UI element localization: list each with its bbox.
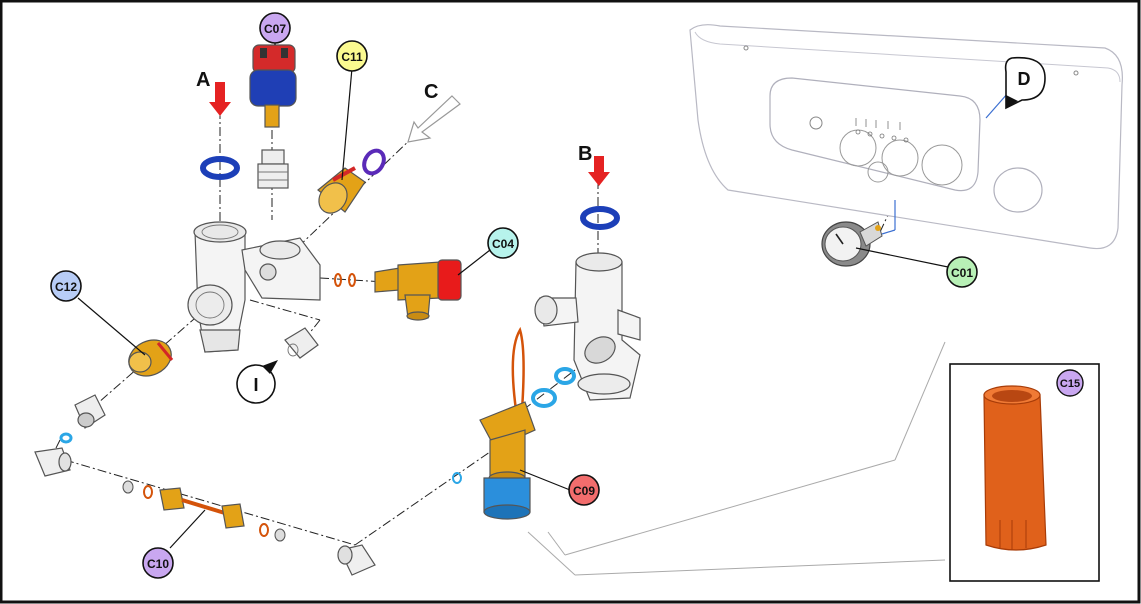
o-ring-small-c09 xyxy=(452,472,462,484)
callout-c09: C09 xyxy=(568,474,600,506)
svg-text:C15: C15 xyxy=(1060,378,1080,390)
o-ring-a xyxy=(200,156,240,180)
fitting-i xyxy=(284,327,319,359)
o-ring-c09-b xyxy=(554,367,576,385)
svg-text:C01: C01 xyxy=(951,266,973,280)
svg-text:I: I xyxy=(253,375,258,395)
callout-c01: C01 xyxy=(946,256,978,288)
marker-a: A xyxy=(196,69,210,91)
callout-c11: C11 xyxy=(336,40,368,72)
marker-d: D xyxy=(1004,56,1046,110)
elbow-fitting-bottom xyxy=(337,544,376,576)
marker-b: B xyxy=(578,143,592,165)
c15-tool-inset xyxy=(527,341,1100,582)
hydraulic-group-body xyxy=(187,221,321,353)
marker-i: I xyxy=(236,360,278,404)
c10-pipe-assembly xyxy=(122,480,286,542)
c04-safety-valve xyxy=(334,259,462,321)
union-fitting-left xyxy=(74,394,106,429)
svg-text:C09: C09 xyxy=(573,484,595,498)
callout-c10: C10 xyxy=(142,547,174,579)
hydraulic-group-body-right xyxy=(534,252,641,401)
assembly-lines xyxy=(49,110,896,546)
c07-pressure-switch xyxy=(249,44,297,128)
o-ring-c09-a xyxy=(531,388,557,408)
callout-c15: C15 xyxy=(1056,369,1084,397)
c01-pressure-gauge xyxy=(821,221,883,267)
c11-cartridge xyxy=(317,166,366,214)
callout-c07: C07 xyxy=(259,12,291,44)
callout-c04: C04 xyxy=(487,227,519,259)
svg-text:C10: C10 xyxy=(147,557,169,571)
c09-filter-body xyxy=(479,326,536,520)
o-ring-small-left xyxy=(59,432,73,444)
o-ring-b xyxy=(580,206,620,230)
svg-text:C11: C11 xyxy=(341,50,363,64)
flow-arrow-a xyxy=(209,82,231,116)
svg-text:D: D xyxy=(1018,69,1031,89)
elbow-fitting-left xyxy=(34,447,72,477)
flow-arrow-c xyxy=(407,95,461,143)
c12-cartridge xyxy=(128,339,174,377)
callout-c12: C12 xyxy=(50,270,82,302)
marker-c: C xyxy=(424,81,438,103)
svg-text:C04: C04 xyxy=(492,237,514,251)
svg-text:C12: C12 xyxy=(55,280,77,294)
threaded-fitting-c07 xyxy=(257,149,289,189)
o-ring-c xyxy=(362,148,386,176)
flow-arrow-b xyxy=(588,156,610,186)
svg-text:C07: C07 xyxy=(264,22,286,36)
